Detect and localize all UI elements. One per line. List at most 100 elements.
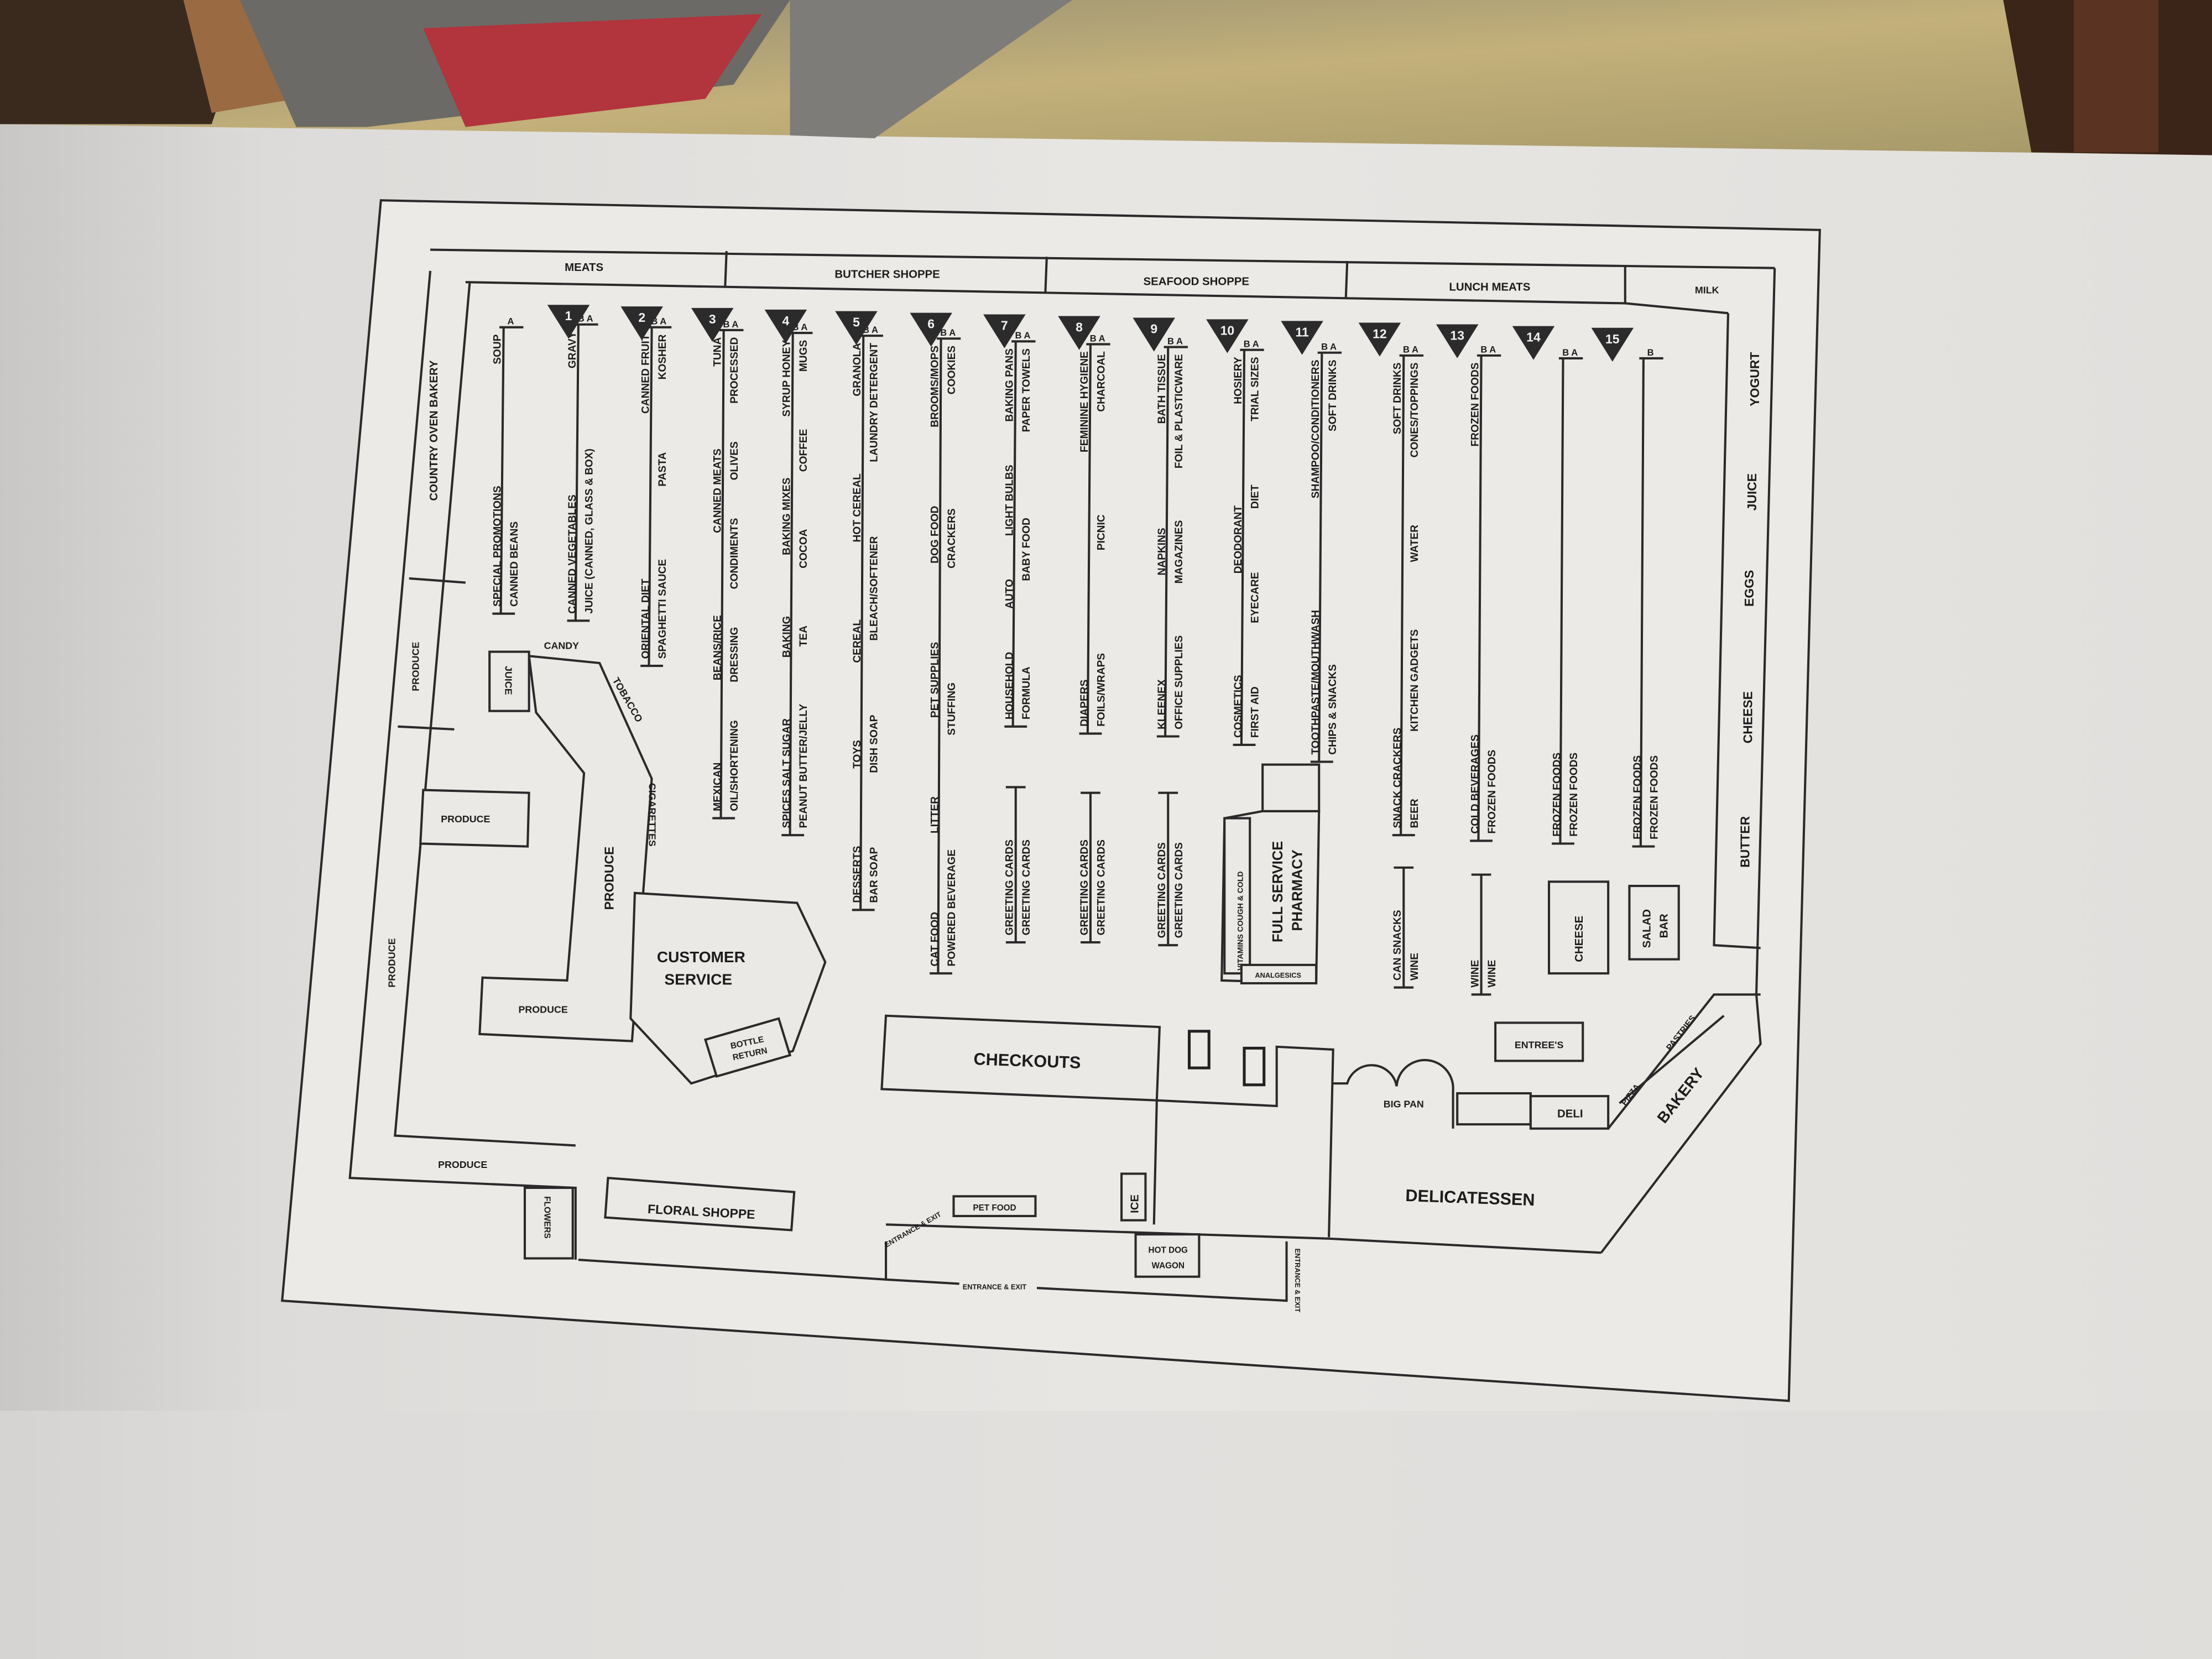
- dairy-juice: JUICE: [1745, 473, 1759, 511]
- checkouts-label: CHECKOUTS: [973, 1050, 1081, 1072]
- shelf-item-label: CHARCOAL: [1095, 351, 1107, 412]
- salad-bar-label: SALAD: [1641, 909, 1653, 948]
- deli-counter-box: [1456, 1092, 1532, 1126]
- shelf-item-label: CHIPS & SNACKS: [1327, 664, 1339, 755]
- shelf-line: [859, 336, 865, 910]
- pet-food-label: PET FOOD: [973, 1203, 1016, 1213]
- hot-dog-wagon-box: [1134, 1233, 1201, 1278]
- aisle-marker-icon: [620, 306, 663, 341]
- produce-label: PRODUCE: [602, 847, 617, 910]
- shelf-side-label: B A: [1562, 347, 1578, 358]
- vitamins-strip: [1223, 817, 1251, 975]
- shelf-side-label: B: [1647, 347, 1654, 358]
- aisle-number: 3: [709, 312, 716, 326]
- shelf-item-label: GRAVY: [567, 331, 578, 368]
- shelf-item-label: DRESSING: [729, 627, 740, 682]
- pharmacy-area: VITAMINS COUGH & COLD ANALGESICS FULL SE…: [1220, 763, 1321, 985]
- ice-box: [1120, 1172, 1147, 1222]
- shelf-item-label: LAUNDRY DETERGENT: [869, 343, 880, 462]
- aisle-number: 15: [1605, 332, 1620, 346]
- shelf-item-label: CONDIMENTS: [729, 518, 740, 589]
- aisle-number: 10: [1220, 323, 1235, 337]
- aisle-marker-icon: [1133, 317, 1175, 352]
- shelf-line: [719, 330, 725, 818]
- shelf-item-label: BLEACH/SOFTENER: [869, 536, 880, 640]
- pet-food-box: [952, 1195, 1037, 1218]
- dairy-butter: BUTTER: [1738, 816, 1752, 867]
- shelf-item-label: FROZEN FOODS: [1632, 755, 1644, 839]
- shelf-item-label: GRANOLA: [852, 343, 863, 397]
- shelf-side-label: A: [507, 316, 514, 327]
- shelf-line: [1639, 358, 1645, 847]
- shopping-cart-icon: [1243, 1046, 1266, 1087]
- shelf-item-label: FROZEN FOODS: [1648, 755, 1660, 839]
- shelf-item-label: WATER: [1409, 525, 1421, 562]
- shelf-item-label: COSMETICS: [1233, 675, 1244, 738]
- shelf-item-label: COFFEE: [798, 429, 810, 472]
- aisle-marker-icon: [764, 309, 807, 344]
- shelf-item-label: WINE: [1469, 960, 1481, 988]
- produce-label: PRODUCE: [438, 1159, 487, 1170]
- salad-bar-box: [1628, 885, 1680, 961]
- entrance-exit-label[interactable]: ENTRANCE & EXIT: [1293, 1249, 1302, 1313]
- shelf-side-label: B A: [1090, 333, 1105, 343]
- big-pan-label: BIG PAN: [1384, 1099, 1424, 1110]
- shelf-item-label: KOSHER: [657, 334, 669, 379]
- store-map: MEATS BUTCHER SHOPPE SEAFOOD SHOPPE LUNC…: [280, 199, 1821, 1402]
- pharmacy-label: FULL SERVICE: [1270, 841, 1286, 942]
- shelf-item-label: COLD BEVERAGES: [1469, 734, 1481, 834]
- shelf-item-label: STUFFING: [946, 682, 958, 735]
- aisle-number: 6: [927, 317, 935, 331]
- shelf-item-label: SPICES SALT SUGAR: [781, 718, 793, 828]
- aisle-number: 12: [1373, 327, 1387, 341]
- shelf-item-label: CANNED FRUIT: [640, 334, 651, 414]
- deli-label: DELI: [1557, 1108, 1583, 1120]
- shelf-item-label: WINE: [1486, 960, 1498, 988]
- cigarettes-label: CIGARETTES: [646, 783, 658, 847]
- shelf-item-label: TUNA: [712, 337, 724, 367]
- shelf-item-label: AUTO: [1004, 579, 1016, 609]
- deli-box: [1529, 1095, 1610, 1130]
- shelf-item-label: GREETING CARDS: [1095, 839, 1107, 935]
- shelf-item-label: PROCESSED: [729, 337, 740, 404]
- aisle-number: 14: [1526, 330, 1541, 345]
- entrance-exit-label[interactable]: ENTRANCE & EXIT: [963, 1283, 1027, 1291]
- shelf-item-label: SOFT DRINKS: [1327, 359, 1339, 431]
- shelf-item-label: CANNED VEGETABLES: [567, 494, 578, 614]
- shelf-item-label: SPAGHETTI SAUCE: [657, 559, 669, 659]
- shelf-item-label: BABY FOOD: [1021, 518, 1032, 581]
- shelf-item-label: PAPER TOWELS: [1021, 348, 1032, 432]
- cheese-box: [1547, 880, 1610, 975]
- shelf-item-label: FIRST AID: [1250, 686, 1261, 738]
- shelf-item-label: WINE: [1409, 953, 1421, 980]
- shelf-item-label: OIL/SHORTENING: [729, 720, 740, 811]
- shelf-item-label: BAKING: [781, 616, 793, 658]
- aisle-number: 13: [1450, 328, 1464, 343]
- shelf-item-label: GREETING CARDS: [1156, 842, 1168, 938]
- shelf-item-label: CAN SNACKS: [1392, 910, 1404, 980]
- shelf-item-label: PASTA: [657, 452, 669, 487]
- aisle-number: 1: [565, 309, 572, 323]
- shelf-side-label: B A: [940, 327, 956, 338]
- shelf-line: [1400, 355, 1405, 836]
- shelf-line: [937, 338, 942, 974]
- shelf-item-label: DIET: [1250, 484, 1261, 509]
- shelf-line: [499, 327, 505, 614]
- shopping-cart-icon: [1187, 1030, 1211, 1070]
- shelf-item-label: BAKING MIXES: [781, 477, 793, 555]
- shelf-item-label: CRACKERS: [946, 508, 958, 568]
- top-departments-band: MEATS BUTCHER SHOPPE SEAFOOD SHOPPE LUNC…: [430, 248, 1775, 315]
- rx-dropoff-box: [1261, 763, 1321, 812]
- shelf-item-label: BEANS/RICE: [712, 615, 724, 680]
- shelf-item-label: DIAPERS: [1079, 680, 1091, 727]
- shelf-item-label: CANNED MEATS: [712, 448, 724, 533]
- shelf-item-label: MUGS: [798, 340, 810, 372]
- delicatessen-label: DELICATESSEN: [1405, 1186, 1535, 1209]
- shelf-item-label: CAT FOOD: [929, 912, 941, 967]
- shelf-item-label: BEER: [1409, 799, 1421, 828]
- juice-box: [488, 650, 530, 712]
- shelf-item-label: JUICE (CANNED, GLASS & BOX): [583, 448, 595, 614]
- shelf-item-label: PICNIC: [1095, 514, 1107, 550]
- shelf-item-label: MEXICAN: [712, 763, 724, 811]
